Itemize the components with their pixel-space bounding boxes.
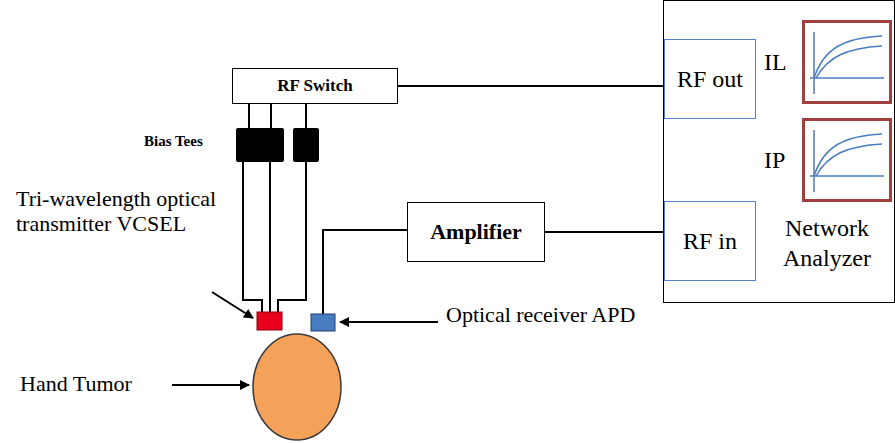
bias-wires <box>243 104 407 315</box>
node-text: RF in <box>683 228 737 255</box>
node-text: Network Analyzer <box>760 213 894 273</box>
part-label: Bias Tees <box>144 133 234 150</box>
node-text: RF Switch <box>277 76 352 96</box>
switch-box: RF Switch <box>232 68 398 104</box>
response-plot <box>802 118 892 202</box>
callout-label: Tri-wavelength optical transmitter VCSEL <box>16 186 231 237</box>
signal-cable <box>545 231 664 233</box>
plot-panel: IL <box>762 17 894 107</box>
node-text: IP <box>764 147 785 174</box>
node-text: IL <box>764 49 787 76</box>
port-box: RF in <box>664 201 756 281</box>
callout-label: Hand Tumor <box>20 371 170 396</box>
callout-label: Optical receiver APD <box>446 302 646 327</box>
bias-tee-symbols <box>236 128 319 162</box>
node-text: Amplifier <box>430 219 522 245</box>
node-text: RF out <box>677 66 743 93</box>
apd-receiver <box>311 314 335 331</box>
port-box: RF out <box>664 39 756 119</box>
signal-cable <box>398 85 664 87</box>
vcsel-emitter <box>257 312 282 330</box>
hand-tumor-shape <box>253 334 341 440</box>
response-plot <box>802 20 892 104</box>
plot-panel: IP <box>762 115 894 205</box>
amplifier-box: Amplifier <box>407 202 545 262</box>
analyzer-box: Network Analyzer RF out IL IP RF in <box>663 0 895 303</box>
leader-arrows <box>172 292 438 385</box>
